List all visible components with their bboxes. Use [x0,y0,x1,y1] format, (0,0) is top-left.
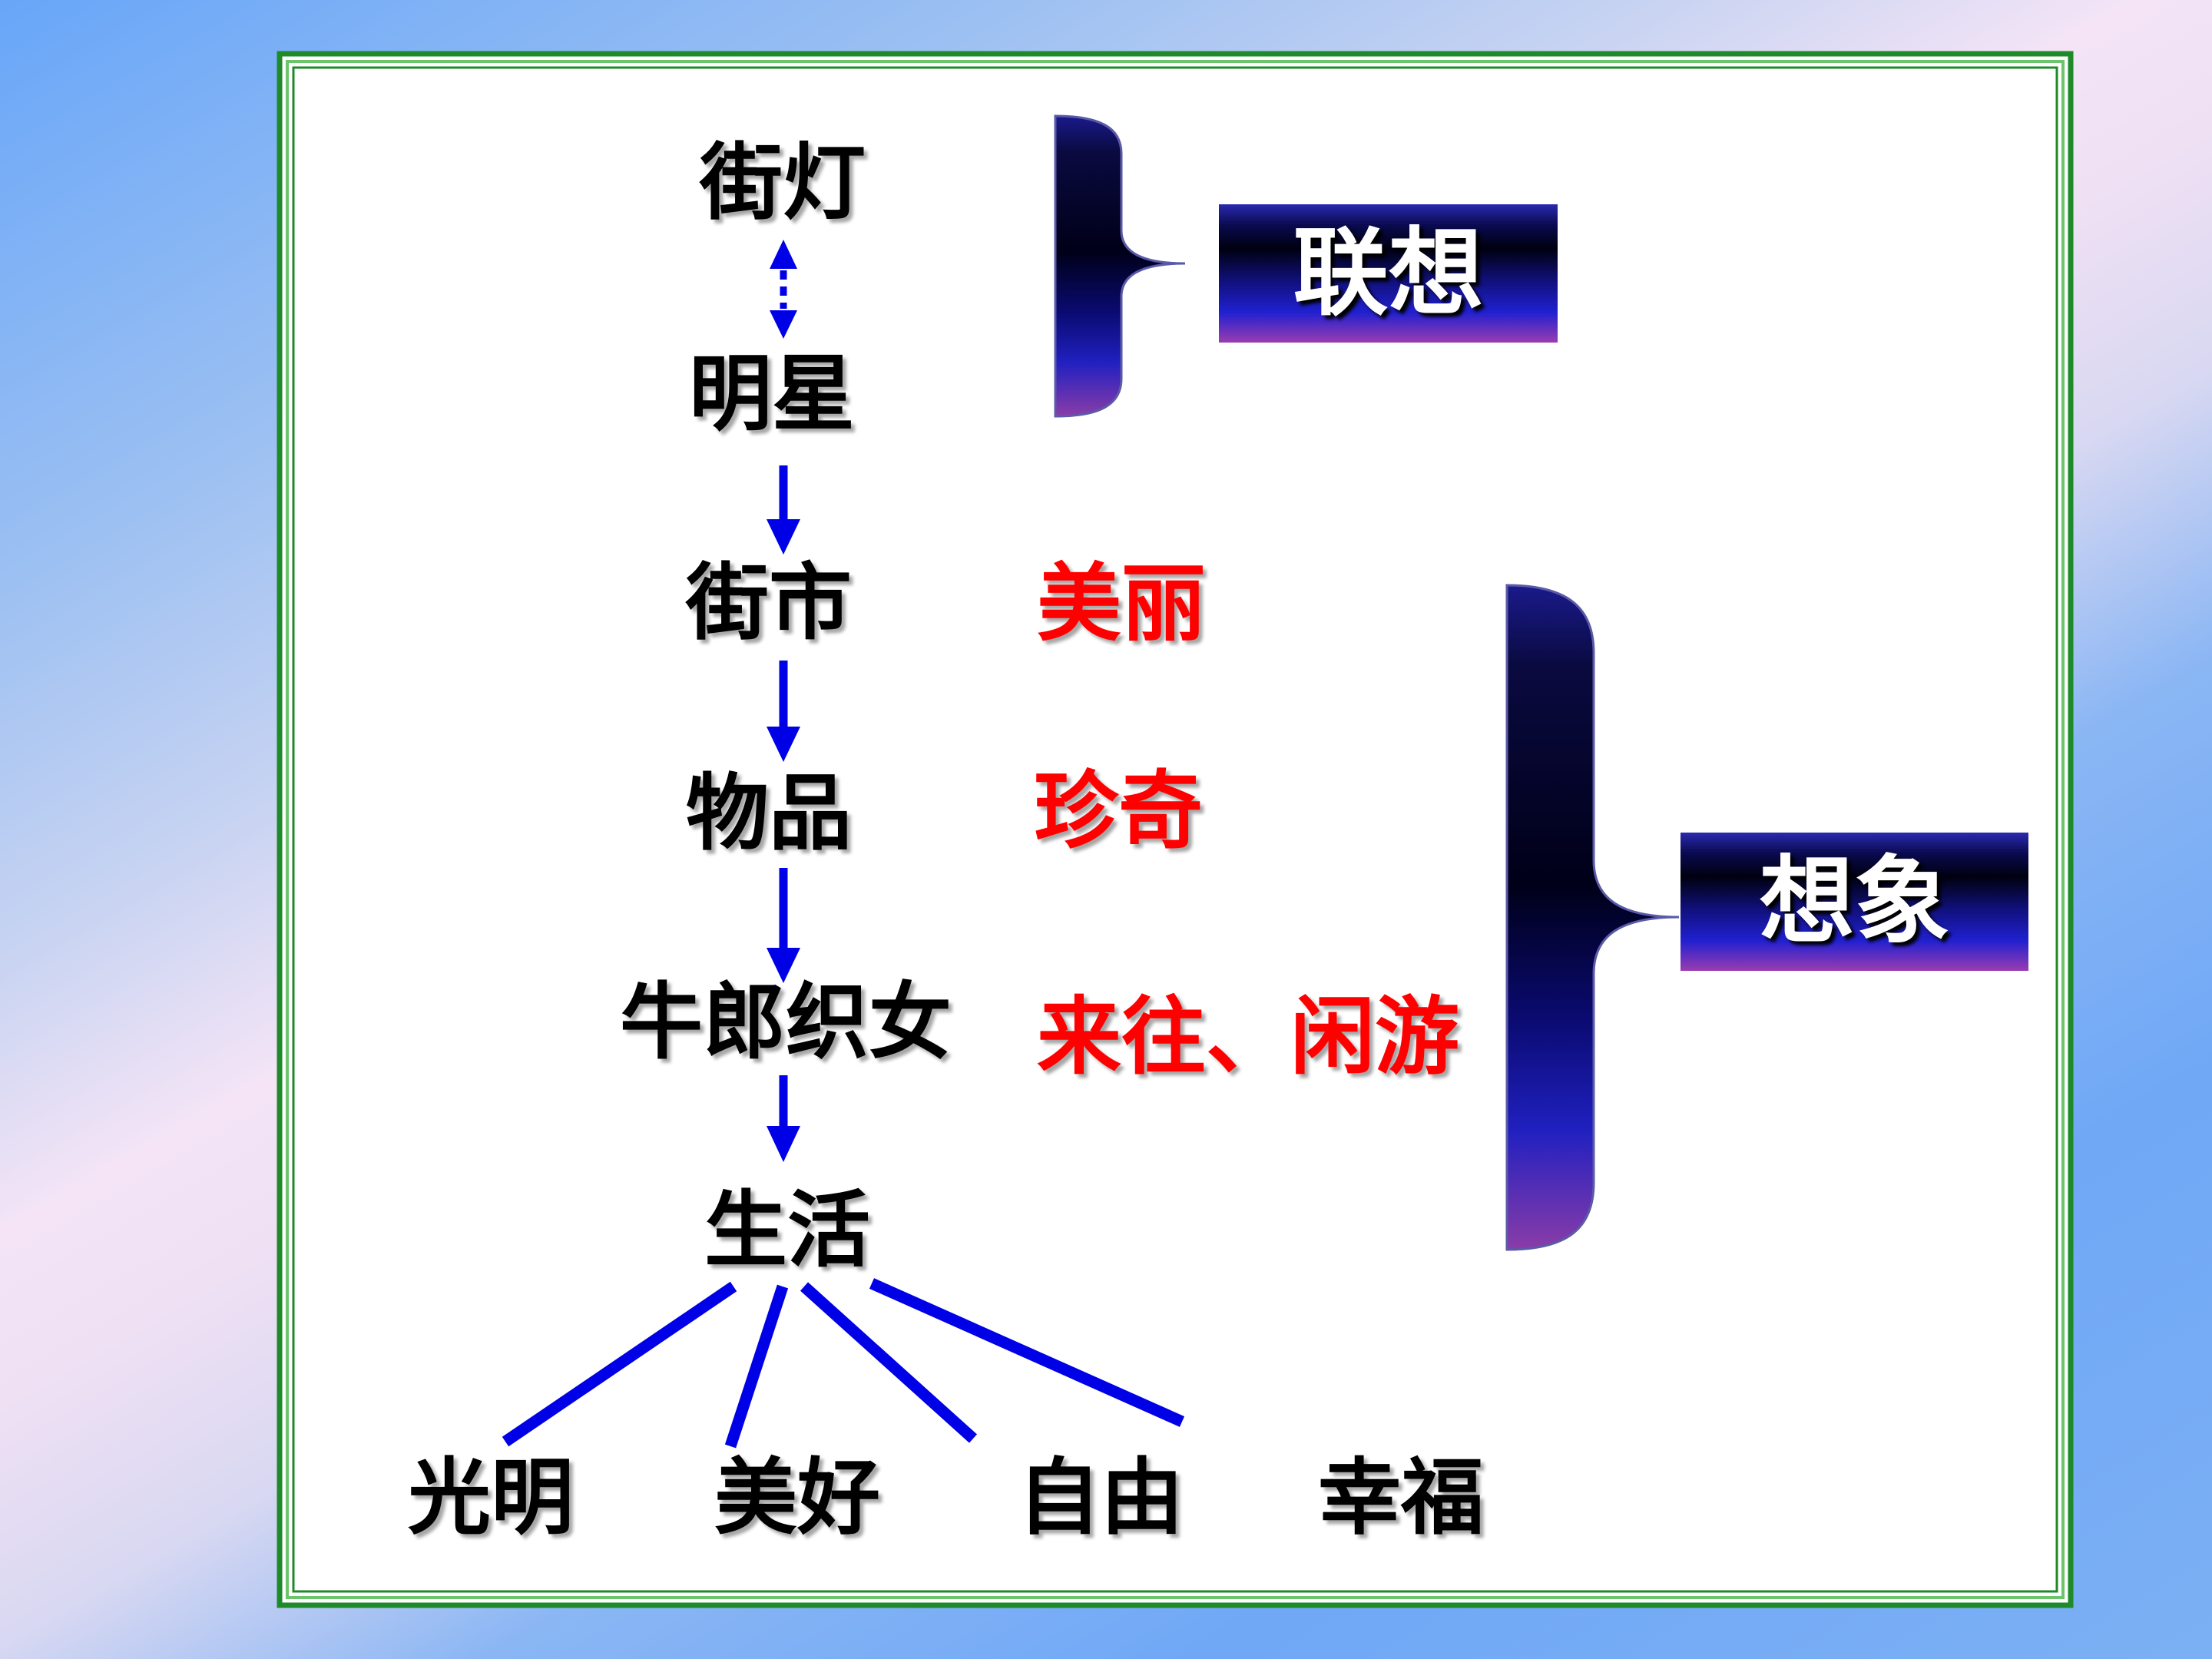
meaning-brightness: 光明 [407,1450,575,1546]
label-imagination: 想象 [1759,846,1950,957]
branch-line-freedom [800,1282,978,1443]
label-association: 联想 [1293,218,1484,329]
node-street-market: 街市 [685,555,853,651]
meaning-happiness: 幸福 [1317,1450,1485,1546]
meaning-goodness: 美好 [714,1450,881,1546]
meaning-freedom: 自由 [1017,1450,1184,1546]
quality-beautiful: 美丽 [1037,555,1206,653]
node-stars: 明星 [688,346,856,442]
node-street-lamp: 街灯 [699,135,866,231]
brace-imagination [1505,584,1680,1251]
arrow-down-goods-to-cowherd-weaver [767,868,800,983]
quality-wandering: 来往、闲游 [1037,988,1459,1086]
brace-association [1054,114,1186,418]
quality-rare: 珍奇 [1034,762,1203,860]
node-cowherd-weaver: 牛郎织女 [619,975,952,1071]
branch-line-goodness [724,1284,789,1449]
arrow-down-cowherd-weaver-to-life [767,1075,800,1162]
arrow-dashed-bidirectional [770,240,797,339]
arrow-down-stars-to-market [767,465,800,555]
node-life: 生活 [704,1183,871,1279]
label-box-imagination: 想象 [1681,833,2028,971]
label-box-association: 联想 [1219,204,1558,343]
branch-line-happiness [869,1278,1185,1427]
node-goods: 物品 [685,766,853,862]
branch-line-brightness [502,1281,737,1447]
arrow-down-market-to-goods [767,661,800,762]
slide-frame [276,51,2074,1608]
